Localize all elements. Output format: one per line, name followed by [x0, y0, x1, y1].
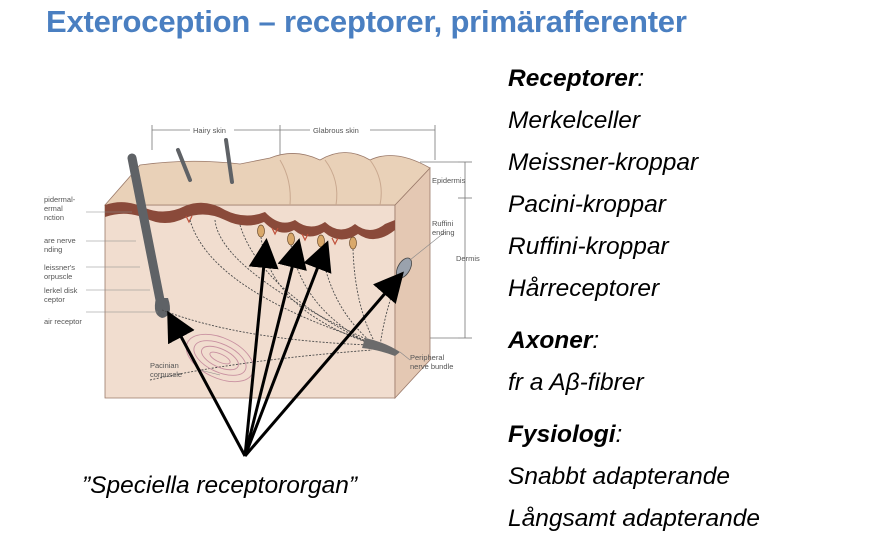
label-ruffini-2: ending: [432, 228, 455, 237]
label-merkel-2: ceptor: [44, 295, 65, 304]
receptor-item: Pacini-kroppar: [508, 191, 666, 218]
label-ruffini-1: Ruffini: [432, 219, 453, 228]
page-title: Exteroception – receptorer, primäraffere…: [46, 4, 687, 39]
label-dermis: Dermis: [456, 254, 480, 263]
label-hair-receptor: air receptor: [44, 317, 82, 326]
fysiologi-heading: Fysiologi: [508, 421, 616, 448]
label-hairy-skin: Hairy skin: [193, 126, 226, 135]
label-free-nerve-2: nding: [44, 245, 62, 254]
colon: :: [615, 421, 623, 448]
label-peripheral-2: nerve bundle: [410, 362, 453, 371]
peripheral-nerve-bundle: [362, 338, 400, 356]
text-panel: Receptorer: Merkelceller Meissner-kroppa…: [508, 58, 760, 540]
left-labels: pidermal- ermal nction are nerve nding l…: [44, 195, 82, 326]
axoner-text: fr a Aβ-fibrer: [508, 369, 644, 396]
label-meissner-2: orpuscle: [44, 272, 72, 281]
label-epidermal-junction-3: nction: [44, 213, 64, 222]
label-epidermal-junction-1: pidermal-: [44, 195, 76, 204]
hair-follicle: [154, 298, 170, 318]
label-glabrous-skin: Glabrous skin: [313, 126, 359, 135]
skin-receptor-diagram: Hairy skin Glabrous skin Epidermis Dermi…: [44, 125, 480, 457]
axoner-heading: Axoner: [508, 327, 593, 354]
label-epidermis: Epidermis: [432, 176, 466, 185]
label-merkel-1: lerkel disk: [44, 286, 78, 295]
label-peripheral-1: Peripheral: [410, 353, 445, 362]
receptor-item: Hårreceptorer: [508, 275, 660, 302]
receptor-item: Merkelceller: [508, 107, 641, 134]
receptor-item: Ruffini-kroppar: [508, 233, 669, 260]
merkel-disks: [185, 215, 339, 246]
receptor-item: Meissner-kroppar: [508, 149, 699, 176]
epidermal-junction: [105, 202, 395, 240]
diagram-caption: ”Speciella receptororgan”: [82, 472, 358, 499]
colon: :: [592, 327, 600, 354]
hairs: [127, 138, 234, 315]
label-pacinian-1: Pacinian: [150, 361, 179, 370]
label-meissner-1: leissner's: [44, 263, 75, 272]
label-epidermal-junction-2: ermal: [44, 204, 63, 213]
fysiologi-item: Långsamt adapterande: [508, 505, 760, 532]
label-pacinian-2: corpuscle: [150, 370, 182, 379]
pointer-arrows: [167, 238, 404, 457]
label-free-nerve-1: are nerve: [44, 236, 76, 245]
fysiologi-item: Snabbt adapterande: [508, 463, 731, 490]
colon: :: [637, 65, 645, 92]
receptorer-heading: Receptorer: [508, 65, 638, 92]
